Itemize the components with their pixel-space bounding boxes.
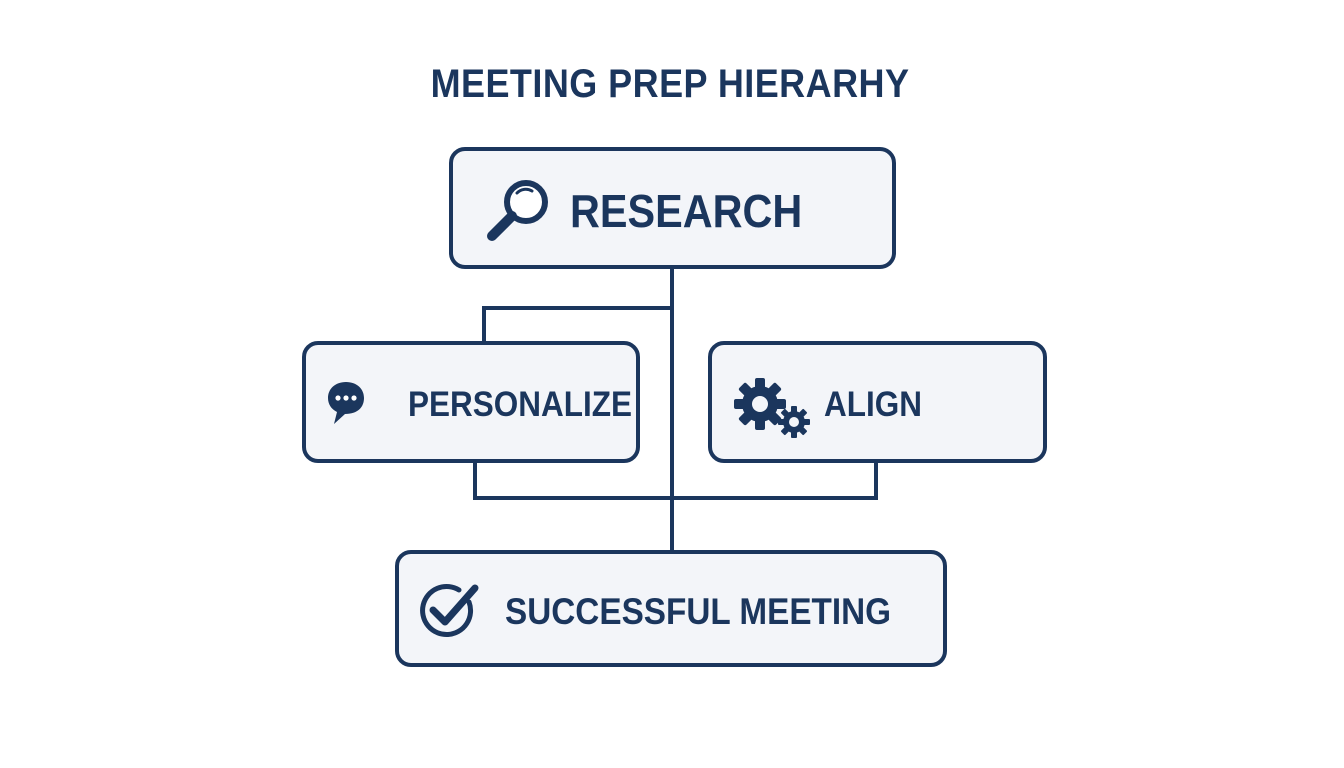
node-research: RESEARCH bbox=[449, 147, 896, 269]
edge-personalize-to-success bbox=[473, 461, 674, 500]
gears-icon bbox=[734, 378, 810, 438]
node-successful-meeting-label: SUCCESSFUL MEETING bbox=[505, 591, 892, 632]
chat-bubble-icon bbox=[328, 382, 364, 424]
node-personalize: PERSONALIZE bbox=[302, 341, 640, 463]
edge-align-to-success bbox=[670, 461, 878, 500]
node-align-label: ALIGN bbox=[824, 385, 923, 424]
node-personalize-label: PERSONALIZE bbox=[408, 385, 633, 424]
edge-research-to-personalize bbox=[482, 306, 674, 343]
node-align: ALIGN bbox=[708, 341, 1047, 463]
diagram-title: MEETING PREP HIERARHY bbox=[430, 62, 910, 106]
magnifier-icon bbox=[487, 180, 548, 241]
check-circle-icon bbox=[420, 584, 479, 637]
node-successful-meeting: SUCCESSFUL MEETING bbox=[395, 550, 947, 667]
node-research-label: RESEARCH bbox=[570, 185, 803, 237]
